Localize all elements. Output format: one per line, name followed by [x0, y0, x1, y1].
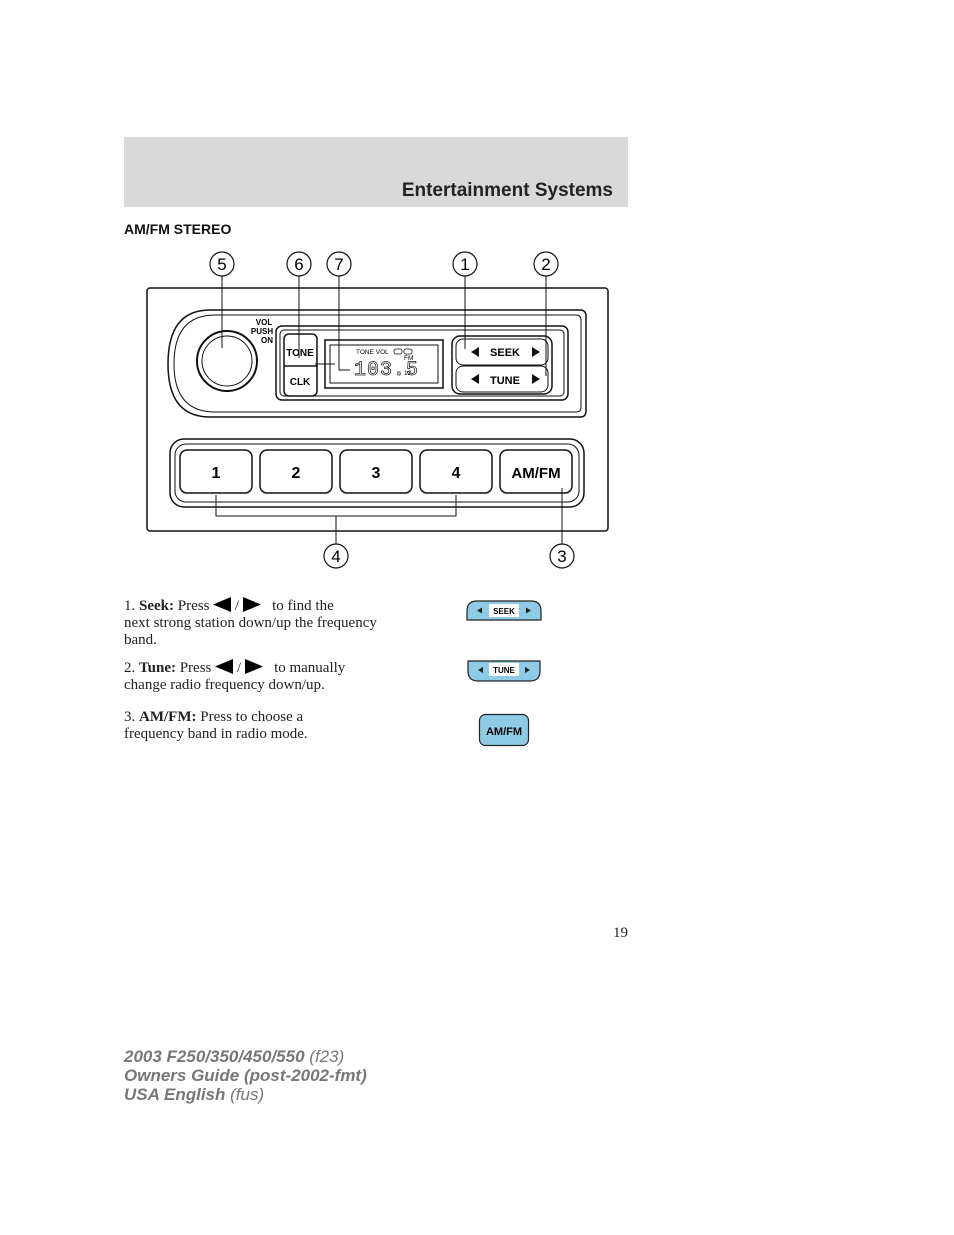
- preset-button-1: [179, 449, 253, 494]
- item-rest: change radio frequency down/up.: [124, 677, 325, 693]
- triangle-right-icon: [244, 659, 263, 674]
- callout-circle-5: [209, 251, 235, 277]
- footer-language-code: (fus): [230, 1085, 265, 1104]
- item-pre: Press: [177, 598, 210, 614]
- amfm-description: 3. AM/FM: Press to choose a frequency ba…: [124, 709, 384, 743]
- callout-4: 4: [331, 547, 340, 566]
- item-post: to find the: [272, 598, 334, 614]
- knob-label-on: ON: [261, 336, 273, 345]
- footer-model-code: (f23): [309, 1047, 345, 1066]
- tune-left-arrow: [471, 374, 479, 384]
- radio-diagram: VOL PUSH ON TONE CLK TONE VOL FM 103.5 1…: [146, 251, 609, 569]
- seek-button-icon: SEEK: [466, 600, 542, 621]
- preset-label-3: 3: [372, 465, 381, 482]
- callout-circle-7: [326, 251, 352, 277]
- tune-label: TUNE: [490, 375, 520, 387]
- item-number: 2.: [124, 660, 136, 676]
- item-number: 3.: [124, 709, 136, 725]
- upper-bezel: [167, 309, 587, 418]
- display-band: FM: [404, 355, 413, 362]
- radio-housing: [146, 287, 609, 532]
- preset-button-2: [259, 449, 333, 494]
- footer-model: 2003 F250/350/450/550: [124, 1047, 305, 1066]
- knob-label-vol: VOL: [256, 318, 273, 327]
- tune-icon-label: TUNE: [493, 666, 515, 675]
- preset-label-4: 4: [452, 465, 461, 482]
- triangle-right-icon: [242, 597, 261, 612]
- seek-right-arrow: [532, 347, 540, 357]
- callout-3: 3: [557, 547, 566, 566]
- section-title: AM/FM STEREO: [124, 221, 232, 237]
- item-post: to manually: [274, 660, 346, 676]
- tune-right-arrow: [532, 374, 540, 384]
- item-separator: /: [236, 660, 242, 676]
- preset-button-3: [339, 449, 413, 494]
- seek-tune-rocker: [451, 335, 553, 395]
- preset-button-4: [419, 449, 493, 494]
- display-indicators: TONE VOL: [356, 349, 389, 356]
- item-number: 1.: [124, 598, 136, 614]
- seek-description: 1. Seek: Press / to find the next strong…: [124, 597, 384, 649]
- page-header-title: Entertainment Systems: [401, 180, 613, 201]
- clk-label: CLK: [290, 377, 311, 388]
- item-title: AM/FM:: [139, 709, 197, 725]
- preset-panel: [169, 438, 585, 508]
- item-separator: /: [234, 598, 240, 614]
- preset-label-2: 2: [292, 465, 301, 482]
- amfm-button: [499, 449, 573, 494]
- callout-circle-3: [549, 543, 575, 569]
- amfm-label: AM/FM: [511, 465, 560, 482]
- tune-button-icon: TUNE: [467, 660, 541, 682]
- callout-1: 1: [460, 255, 469, 274]
- item-pre: Press: [179, 660, 212, 676]
- callout-circle-6: [286, 251, 312, 277]
- item-title: Seek:: [139, 598, 174, 614]
- callouts: 5 6 7 1 2 4 3: [209, 251, 575, 569]
- triangle-left-icon: [215, 659, 234, 674]
- display-stereo-mark: 12: [404, 370, 412, 377]
- footer: 2003 F250/350/450/550 (f23) Owners Guide…: [124, 1047, 367, 1104]
- page-number: 19: [613, 925, 628, 941]
- callout-circle-1: [452, 251, 478, 277]
- volume-knob: [196, 330, 258, 392]
- tone-label: TONE: [286, 348, 314, 359]
- tone-button: [283, 333, 318, 397]
- amfm-icon-label: AM/FM: [486, 726, 522, 738]
- display-frequency: 103.5: [354, 359, 419, 382]
- seek-icon-label: SEEK: [493, 607, 515, 616]
- header-band: Entertainment Systems: [124, 137, 628, 207]
- display-indicator-box-1: [393, 348, 403, 355]
- triangle-left-icon: [213, 597, 232, 612]
- seek-left-arrow: [471, 347, 479, 357]
- footer-guide: Owners Guide (post-2002-fmt): [124, 1066, 367, 1085]
- callout-2: 2: [541, 255, 550, 274]
- amfm-button-icon: AM/FM: [478, 713, 530, 747]
- preset-label-1: 1: [212, 465, 221, 482]
- item-rest: next strong station down/up the frequenc…: [124, 615, 377, 648]
- seek-label: SEEK: [490, 347, 520, 359]
- item-pre: Press to choose a: [200, 709, 304, 725]
- item-title: Tune:: [139, 660, 176, 676]
- display-indicator-box-2: [403, 348, 413, 355]
- control-panel: [275, 325, 569, 401]
- callout-6: 6: [294, 255, 303, 274]
- item-rest: frequency band in radio mode.: [124, 726, 308, 742]
- knob-label-push: PUSH: [251, 327, 273, 336]
- callout-circle-4: [323, 543, 349, 569]
- tune-description: 2. Tune: Press / to manually change radi…: [124, 659, 384, 694]
- callout-circle-2: [533, 251, 559, 277]
- callout-5: 5: [217, 255, 226, 274]
- footer-language: USA English: [124, 1085, 226, 1104]
- leader-lines: [215, 276, 563, 544]
- callout-7: 7: [334, 255, 343, 274]
